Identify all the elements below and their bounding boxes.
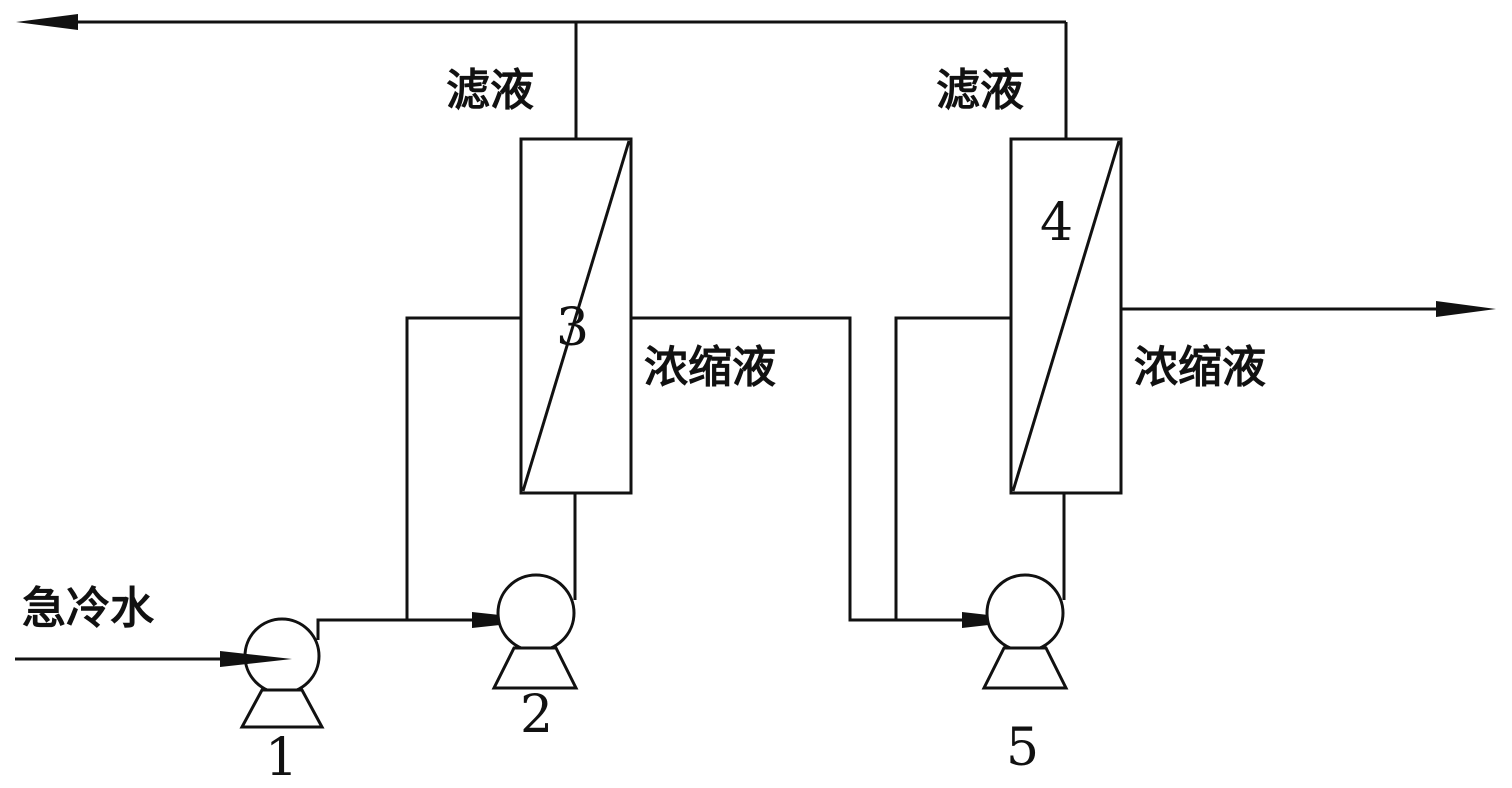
filtrate-label-1: 滤液 bbox=[446, 65, 534, 116]
pump-1-discharge-line bbox=[316, 618, 478, 640]
concentrate-label-2: 浓缩液 bbox=[1134, 342, 1266, 393]
filtrate-label-2: 滤液 bbox=[936, 65, 1024, 116]
pump-5-number: 5 bbox=[1006, 718, 1039, 778]
pump-2-base bbox=[491, 646, 579, 690]
quench-water-label: 急冷水 bbox=[22, 583, 155, 634]
pump-1-number: 1 bbox=[265, 728, 298, 788]
recycle-loop-4 bbox=[894, 316, 1011, 620]
pump-5 bbox=[985, 573, 1065, 653]
concentrate-3-line bbox=[631, 316, 968, 622]
concentrate-label-1: 浓缩液 bbox=[644, 342, 776, 393]
filtrate-outlet-arrow bbox=[16, 14, 78, 30]
pump-2-number: 2 bbox=[520, 685, 553, 745]
concentrate-outlet-arrow bbox=[1436, 301, 1496, 317]
membrane-3-number: 3 bbox=[556, 298, 589, 358]
pump-1-flow-arrow bbox=[220, 651, 292, 667]
pump-2 bbox=[496, 573, 576, 653]
pump-1-base bbox=[239, 688, 325, 729]
recycle-loop-3 bbox=[405, 316, 521, 620]
membrane-3-diagonal bbox=[521, 140, 631, 492]
pump-5-base bbox=[981, 646, 1069, 690]
membrane-4-diagonal bbox=[1011, 140, 1121, 492]
membrane-4-number: 4 bbox=[1040, 193, 1073, 253]
